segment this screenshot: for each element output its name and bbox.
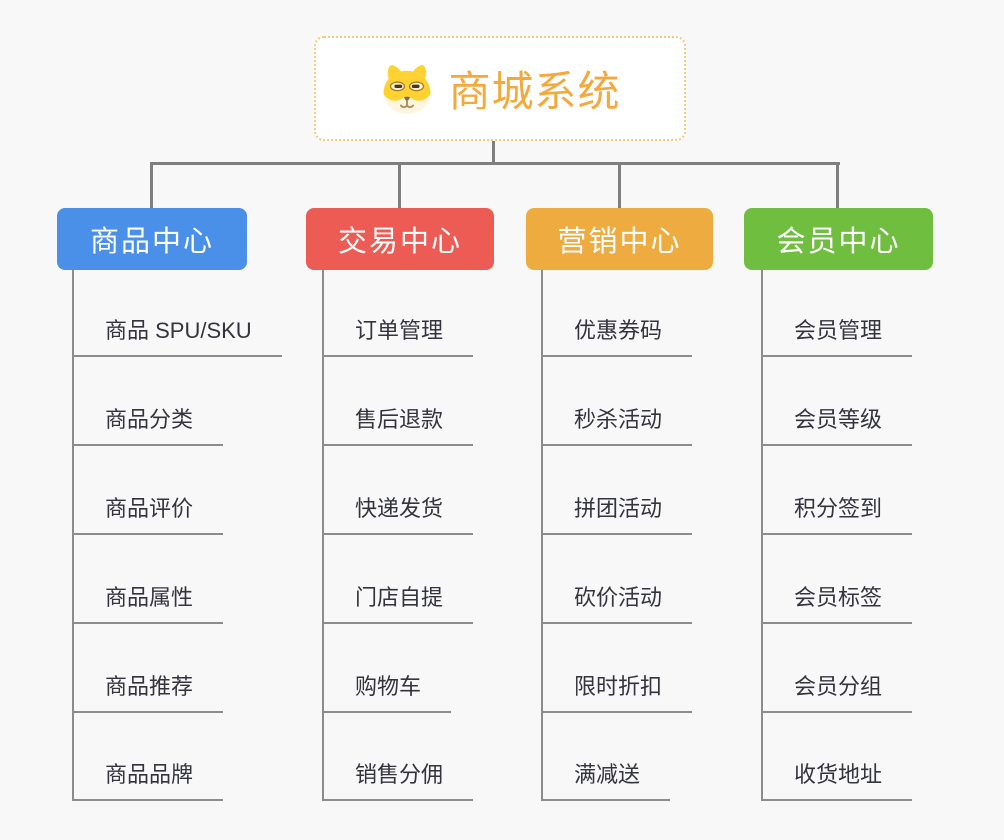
leaf-node[interactable]: 积分签到	[761, 494, 913, 535]
leaf-node[interactable]: 订单管理	[322, 316, 474, 357]
shiba-dog-icon	[379, 63, 435, 115]
leaf-node[interactable]: 商品属性	[72, 583, 224, 624]
leaf-node[interactable]: 会员分组	[761, 672, 913, 713]
connector-bus	[150, 162, 840, 165]
branch-node-trade-center[interactable]: 交易中心	[306, 208, 494, 270]
connector-root-stem	[492, 140, 495, 164]
leaf-node[interactable]: 限时折扣	[541, 672, 693, 713]
leaf-node[interactable]: 会员等级	[761, 405, 913, 446]
leaf-node[interactable]: 商品评价	[72, 494, 224, 535]
connector-drop-4	[836, 162, 839, 210]
leaf-node[interactable]: 会员管理	[761, 316, 913, 357]
leaf-node[interactable]: 砍价活动	[541, 583, 693, 624]
branch-node-member-center[interactable]: 会员中心	[744, 208, 933, 270]
root-node-label: 商城系统	[448, 68, 621, 115]
leaf-node[interactable]: 会员标签	[761, 583, 913, 624]
leaf-node[interactable]: 门店自提	[322, 583, 474, 624]
leaf-node[interactable]: 商品推荐	[72, 672, 224, 713]
column-line-3	[541, 270, 543, 800]
branch-node-product-center[interactable]: 商品中心	[57, 208, 247, 270]
leaf-node[interactable]: 优惠券码	[541, 316, 693, 357]
connector-drop-1	[150, 162, 153, 210]
column-line-2	[322, 270, 324, 800]
leaf-node[interactable]: 售后退款	[322, 405, 474, 446]
leaf-node[interactable]: 购物车	[322, 672, 452, 713]
leaf-node[interactable]: 秒杀活动	[541, 405, 693, 446]
connector-drop-3	[618, 162, 621, 210]
leaf-node[interactable]: 快递发货	[322, 494, 474, 535]
connector-drop-2	[398, 162, 401, 210]
branch-node-marketing-center[interactable]: 营销中心	[526, 208, 713, 270]
column-line-1	[72, 270, 74, 800]
column-line-4	[761, 270, 763, 800]
leaf-node[interactable]: 拼团活动	[541, 494, 693, 535]
leaf-node[interactable]: 商品品牌	[72, 760, 224, 801]
leaf-node[interactable]: 销售分佣	[322, 760, 474, 801]
leaf-node[interactable]: 商品 SPU/SKU	[72, 316, 282, 357]
leaf-node[interactable]: 收货地址	[761, 760, 913, 801]
leaf-node[interactable]: 商品分类	[72, 405, 224, 446]
leaf-node[interactable]: 满减送	[541, 760, 671, 801]
root-node[interactable]: 商城系统	[314, 36, 686, 141]
